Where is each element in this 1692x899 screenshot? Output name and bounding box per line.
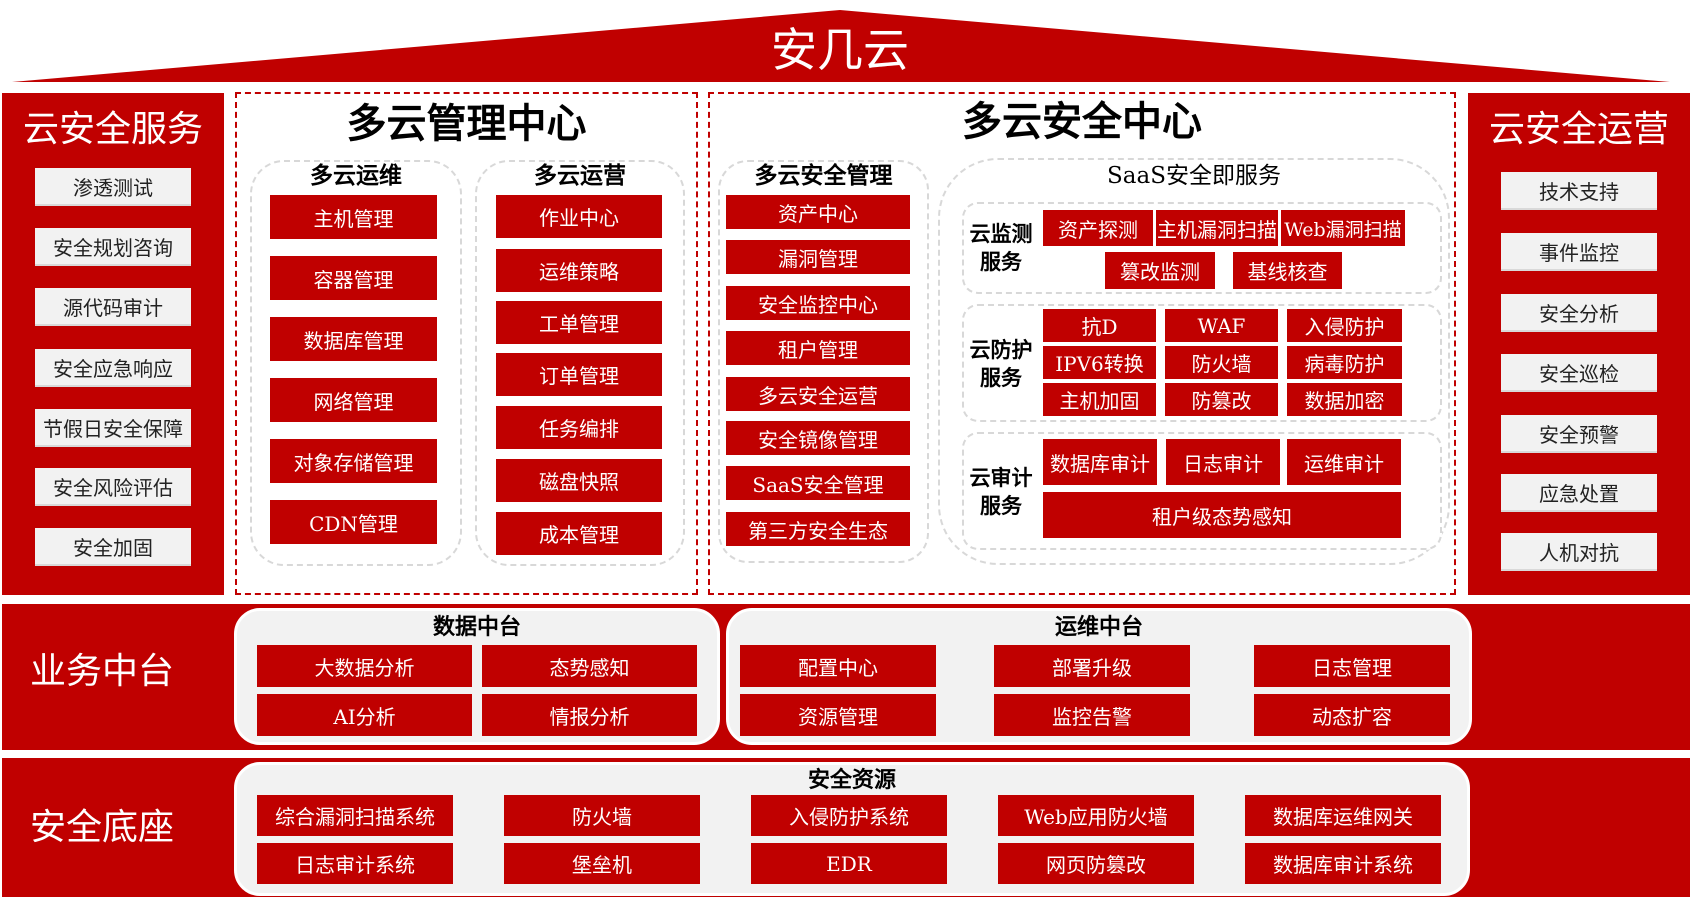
resource-item: 防火墙 <box>504 795 700 836</box>
monitor-item: 主机漏洞扫描 <box>1156 210 1278 246</box>
base-layer-title: 安全底座 <box>29 807 174 848</box>
protect-item: 主机加固 <box>1043 383 1156 416</box>
ops-item: 数据库管理 <box>270 317 437 361</box>
roof-title: 安几云 <box>771 23 909 77</box>
operate-item: 磁盘快照 <box>496 459 662 502</box>
monitor-item: Web漏洞扫描 <box>1281 210 1405 246</box>
left-service-item: 安全规划咨询 <box>35 228 191 266</box>
protect-item: 防火墙 <box>1165 346 1278 379</box>
right-ops-item: 应急处置 <box>1501 474 1657 512</box>
sec-center-title: 多云安全中心 <box>962 98 1202 145</box>
audit-item: 数据库审计 <box>1043 439 1157 485</box>
protect-item: 防篡改 <box>1165 383 1278 416</box>
right-panel-title: 云安全运营 <box>1488 109 1669 150</box>
left-panel-title: 云安全服务 <box>22 109 203 150</box>
audit-item: 租户级态势感知 <box>1043 492 1401 538</box>
sec-mgmt-group-title: 多云安全管理 <box>754 162 893 189</box>
operate-item: 作业中心 <box>496 195 662 238</box>
audit-item: 运维审计 <box>1287 439 1401 485</box>
operate-item: 成本管理 <box>496 512 662 555</box>
ops-item: 对象存储管理 <box>270 439 437 483</box>
right-panel <box>1468 93 1690 595</box>
sec-mgmt-item: 漏洞管理 <box>726 240 910 274</box>
sec-mgmt-item: 安全监控中心 <box>726 286 910 320</box>
ops-center-item: 动态扩容 <box>1254 694 1450 736</box>
left-service-item: 安全风险评估 <box>35 468 191 506</box>
right-ops-item: 事件监控 <box>1501 233 1657 271</box>
left-service-item: 节假日安全保障 <box>35 409 191 447</box>
left-service-item: 安全加固 <box>35 528 191 566</box>
resource-item: 入侵防护系统 <box>751 795 947 836</box>
ops-group-title: 多云运维 <box>310 162 402 189</box>
monitor-item: 基线核查 <box>1233 252 1342 289</box>
sec-mgmt-item: 第三方安全生态 <box>726 512 910 546</box>
data-center-item: 情报分析 <box>482 694 697 736</box>
saas-group-title: SaaS安全即服务 <box>1107 163 1281 189</box>
right-ops-item: 技术支持 <box>1501 172 1657 210</box>
audit-service-label: 云审计服务 <box>969 465 1033 518</box>
operate-item: 订单管理 <box>496 353 662 396</box>
protect-item: 抗D <box>1043 309 1156 342</box>
resource-item: Web应用防火墙 <box>998 795 1194 836</box>
protect-item: WAF <box>1165 309 1278 342</box>
resource-item: 日志审计系统 <box>257 843 453 884</box>
resources-title: 安全资源 <box>807 767 896 793</box>
sec-mgmt-item: 资产中心 <box>726 195 910 229</box>
resource-item: EDR <box>751 843 947 884</box>
protect-item: IPV6转换 <box>1043 346 1156 379</box>
monitor-service-label: 云监测服务 <box>969 221 1033 274</box>
sec-mgmt-item: 多云安全运营 <box>726 377 910 411</box>
left-service-item: 源代码审计 <box>35 288 191 326</box>
monitor-item: 资产探测 <box>1043 210 1153 246</box>
ops-item: CDN管理 <box>270 500 437 544</box>
resource-item: 数据库审计系统 <box>1245 843 1441 884</box>
mgmt-center-title: 多云管理中心 <box>346 100 587 147</box>
ops-center-item: 部署升级 <box>994 645 1190 687</box>
sec-mgmt-item: SaaS安全管理 <box>726 466 910 500</box>
resource-item: 综合漏洞扫描系统 <box>257 795 453 836</box>
ops-item: 主机管理 <box>270 195 437 239</box>
operate-item: 任务编排 <box>496 406 662 449</box>
ops-center-item: 日志管理 <box>1254 645 1450 687</box>
data-center-item: 态势感知 <box>482 645 697 687</box>
protect-item: 入侵防护 <box>1287 309 1402 342</box>
operate-group-title: 多云运营 <box>534 162 626 189</box>
right-ops-item: 安全预警 <box>1501 415 1657 453</box>
ops-center-item: 监控告警 <box>994 694 1190 736</box>
data-center-item: 大数据分析 <box>257 645 472 687</box>
protect-item: 病毒防护 <box>1287 346 1402 379</box>
business-layer-title: 业务中台 <box>29 651 174 692</box>
resource-item: 堡垒机 <box>504 843 700 884</box>
sec-mgmt-item: 安全镜像管理 <box>726 421 910 455</box>
protect-service-label: 云防护服务 <box>969 337 1033 390</box>
left-service-item: 安全应急响应 <box>35 349 191 387</box>
ops-item: 网络管理 <box>270 378 437 422</box>
data-center-title: 数据中台 <box>432 614 521 640</box>
operate-item: 运维策略 <box>496 249 662 292</box>
audit-item: 日志审计 <box>1166 439 1280 485</box>
right-ops-item: 安全巡检 <box>1501 354 1657 392</box>
ops-center-item: 资源管理 <box>740 694 936 736</box>
ops-center-title: 运维中台 <box>1054 614 1143 640</box>
ops-center-item: 配置中心 <box>740 645 936 687</box>
operate-item: 工单管理 <box>496 301 662 344</box>
sec-mgmt-item: 租户管理 <box>726 331 910 365</box>
roof-shape <box>12 10 1670 82</box>
ops-item: 容器管理 <box>270 256 437 300</box>
resource-item: 网页防篡改 <box>998 843 1194 884</box>
left-service-item: 渗透测试 <box>35 168 191 206</box>
right-ops-item: 安全分析 <box>1501 294 1657 332</box>
right-ops-item: 人机对抗 <box>1501 533 1657 571</box>
resource-item: 数据库运维网关 <box>1245 795 1441 836</box>
monitor-item: 篡改监测 <box>1105 252 1215 289</box>
protect-item: 数据加密 <box>1287 383 1402 416</box>
data-center-item: AI分析 <box>257 694 472 736</box>
